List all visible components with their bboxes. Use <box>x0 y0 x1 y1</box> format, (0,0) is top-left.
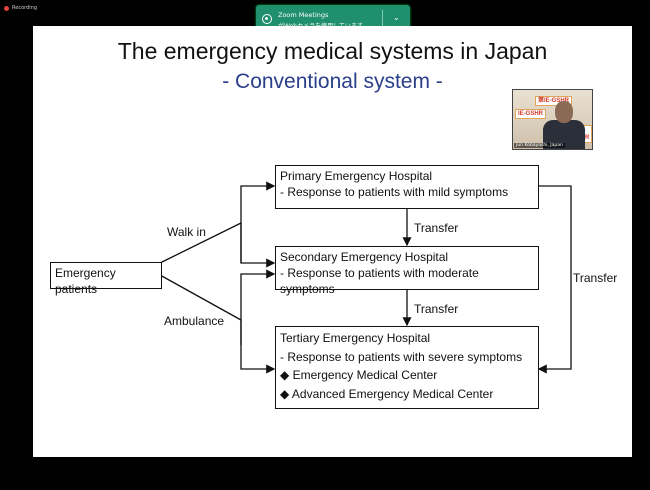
ambulance-label: Ambulance <box>164 314 225 328</box>
tertiary-title: Tertiary Emergency Hospital <box>280 331 431 345</box>
transfer-label-3: Transfer <box>573 271 618 285</box>
tertiary-item-emc: ◆ Emergency Medical Center <box>280 368 438 382</box>
primary-title: Primary Emergency Hospital <box>280 169 433 183</box>
walk-in-label: Walk in <box>167 225 206 239</box>
walk-in-branch <box>159 222 242 264</box>
tertiary-hospital-box: Tertiary Emergency Hospital - Response t… <box>275 326 539 409</box>
secondary-hospital-box: Secondary Emergency Hospital - Response … <box>275 246 539 296</box>
recording-dot-icon <box>4 5 9 11</box>
emergency-patients-box: Emergency patients <box>50 262 162 296</box>
slide-title: The emergency medical systems in Japan <box>117 38 548 64</box>
ambulance-branch <box>159 274 242 321</box>
participant-name: Jun Kobayashi, Japan <box>514 143 565 148</box>
recording-indicator: Recording <box>4 5 37 11</box>
to-tertiary-arrow <box>240 320 276 374</box>
banner-sign: IE-GSHR <box>515 109 547 119</box>
secondary-title: Secondary Emergency Hospital <box>280 250 449 264</box>
notification-title: Zoom Meetings <box>278 11 329 19</box>
speaker-head <box>555 101 573 123</box>
flow-arrows <box>159 181 572 374</box>
transfer-label-1: Transfer <box>414 221 459 235</box>
notification-divider <box>382 10 383 29</box>
slide-subtitle: - Conventional system - <box>222 70 443 93</box>
tertiary-item-aemc: ◆ Advanced Emergency Medical Center <box>280 386 494 401</box>
primary-hospital-box: Primary Emergency Hospital - Response to… <box>275 165 539 209</box>
chevron-down-icon[interactable]: ⌄ <box>393 13 400 22</box>
secondary-desc: - Response to patients with moderate sym… <box>280 266 479 296</box>
walk-to-secondary-arrow <box>240 223 276 268</box>
banner-sign: 第IE-GSHR <box>535 96 573 106</box>
patients-label: Emergency patients <box>55 266 116 296</box>
webcam-icon <box>262 14 272 24</box>
transfer-label-2: Transfer <box>414 302 459 316</box>
tertiary-desc: - Response to patients with severe sympt… <box>280 349 523 364</box>
transfer-primary-tertiary <box>537 185 572 374</box>
recording-label: Recording <box>12 5 38 11</box>
shared-slide: The emergency medical systems in Japan -… <box>33 26 632 457</box>
to-primary-arrow <box>240 181 276 263</box>
amb-to-secondary-arrow <box>240 269 276 345</box>
primary-desc: - Response to patients with mild symptom… <box>280 185 509 199</box>
participant-video[interactable]: 第IE-GSHR IE-GSHR -GSHR Jun Kobayashi, Ja… <box>512 89 593 150</box>
